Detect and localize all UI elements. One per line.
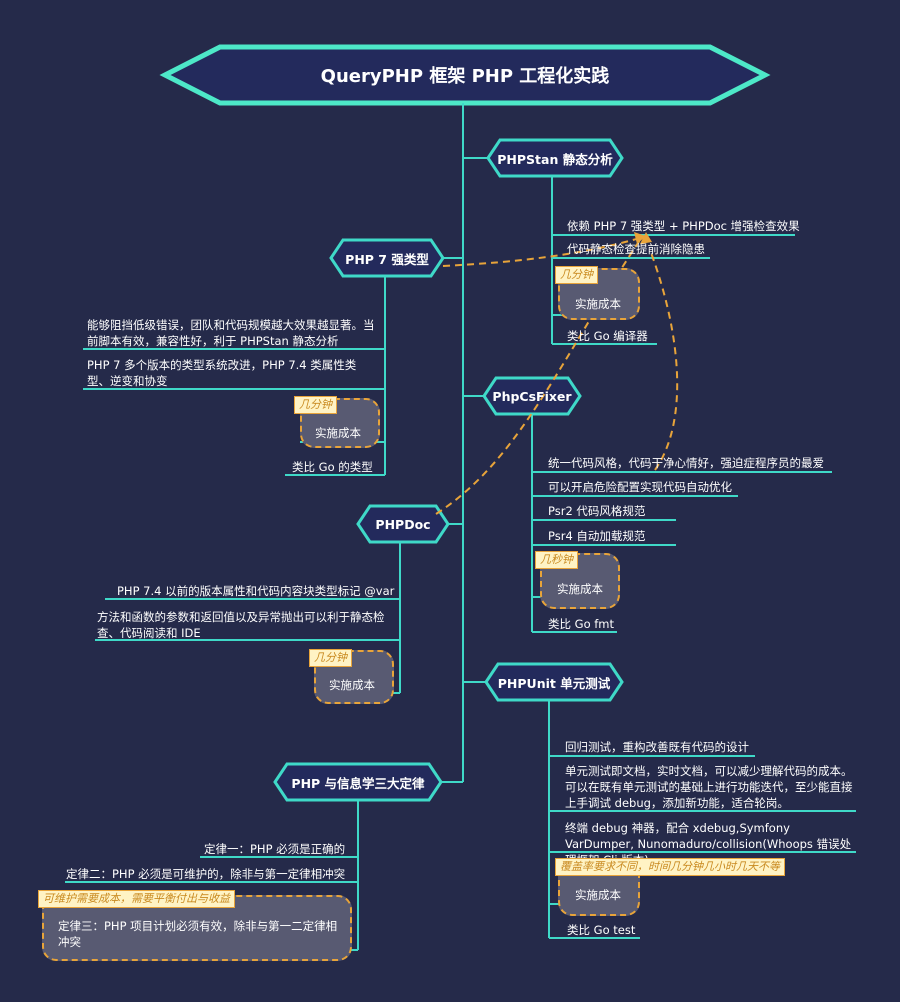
laws-item-1[interactable]: 定律一：PHP 必须是正确的 xyxy=(204,842,346,856)
phpstan-cost-label[interactable]: 实施成本 xyxy=(575,297,621,311)
arrowhead-1 xyxy=(634,232,646,244)
phpcsfixer-time-tag: 几秒钟 xyxy=(535,551,578,569)
phpunit-item-2[interactable]: 单元测试即文档，实时文档，可以减少理解代码的成本。可以在既有单元测试的基础上进行… xyxy=(565,764,853,810)
topic-outline-phpcsfixer xyxy=(482,376,582,416)
topic-php7[interactable]: PHP 7 强类型 xyxy=(345,251,429,267)
phpstan-item-1[interactable]: 依赖 PHP 7 强类型 + PHPDoc 增强检查效果 xyxy=(567,219,800,233)
root-node-outline xyxy=(159,44,771,106)
phpstan-compare[interactable]: 类比 Go 编译器 xyxy=(567,329,648,343)
phpdoc-time-tag: 几分钟 xyxy=(309,649,352,667)
phpunit-compare[interactable]: 类比 Go test xyxy=(567,923,636,937)
phpunit-item-1[interactable]: 回归测试，重构改善既有代码的设计 xyxy=(565,740,749,754)
php7-time-tag: 几分钟 xyxy=(294,396,337,414)
php7-cost-label[interactable]: 实施成本 xyxy=(315,426,361,440)
phpunit-time-tag: 覆盖率要求不同，时间几分钟几小时几天不等 xyxy=(555,858,785,876)
phpcsfixer-item-1[interactable]: 统一代码风格，代码干净心情好，强迫症程序员的最爱 xyxy=(548,456,824,470)
topic-phpstan[interactable]: PHPStan 静态分析 xyxy=(497,151,613,167)
root-title[interactable]: QueryPHP 框架 PHP 工程化实践 xyxy=(320,66,610,87)
topic-outline-php7 xyxy=(329,238,445,278)
phpcsfixer-item-3[interactable]: Psr2 代码风格规范 xyxy=(548,504,646,518)
laws-item-3[interactable]: 定律三：PHP 项目计划必须有效，除非与第一二定律相冲突 xyxy=(58,919,338,949)
topic-phpdoc[interactable]: PHPDoc xyxy=(375,516,431,532)
laws-item-2[interactable]: 定律二：PHP 必须是可维护的，除非与第一定律相冲突 xyxy=(66,867,346,881)
topic-outline-phpdoc xyxy=(356,504,450,544)
php7-compare[interactable]: 类比 Go 的类型 xyxy=(292,460,373,474)
phpstan-time-tag: 几分钟 xyxy=(555,266,598,284)
topic-outline-phpunit xyxy=(484,662,624,702)
arrowhead-2 xyxy=(640,232,652,244)
phpdoc-item-1[interactable]: PHP 7.4 以前的版本属性和代码内容块类型标记 @var xyxy=(117,584,395,598)
php7-item-1[interactable]: 能够阻挡低级错误，团队和代码规模越大效果越显著。当前脚本有效，兼容性好，利于 P… xyxy=(87,318,375,348)
topic-outline-laws xyxy=(273,762,443,802)
laws-note-tag: 可维护需要成本，需要平衡付出与收益 xyxy=(38,890,235,908)
relation-arrow-phpcsfixer-to-phpstan xyxy=(649,249,679,471)
phpdoc-cost-label[interactable]: 实施成本 xyxy=(329,678,375,692)
topic-laws[interactable]: PHP 与信息学三大定律 xyxy=(291,775,425,791)
phpunit-cost-label[interactable]: 实施成本 xyxy=(575,888,621,902)
phpcsfixer-item-4[interactable]: Psr4 自动加载规范 xyxy=(548,529,646,543)
topic-phpunit[interactable]: PHPUnit 单元测试 xyxy=(497,675,611,691)
phpcsfixer-item-2[interactable]: 可以开启危险配置实现代码自动优化 xyxy=(548,480,732,494)
topic-outline-phpstan xyxy=(486,138,624,178)
php7-item-2[interactable]: PHP 7 多个版本的类型系统改进，PHP 7.4 类属性类型、逆变和协变 xyxy=(87,358,357,388)
topic-phpcsfixer[interactable]: PhpCsFixer xyxy=(492,388,572,404)
phpstan-item-2[interactable]: 代码静态检查提前消除隐患 xyxy=(567,242,705,256)
phpdoc-item-2[interactable]: 方法和函数的参数和返回值以及异常抛出可以利于静态检查、代码阅读和 IDE xyxy=(97,610,385,640)
phpcsfixer-compare[interactable]: 类比 Go fmt xyxy=(548,617,615,631)
phpcsfixer-cost-label[interactable]: 实施成本 xyxy=(557,582,603,596)
relation-arrow-php7-to-phpstan xyxy=(442,237,641,267)
